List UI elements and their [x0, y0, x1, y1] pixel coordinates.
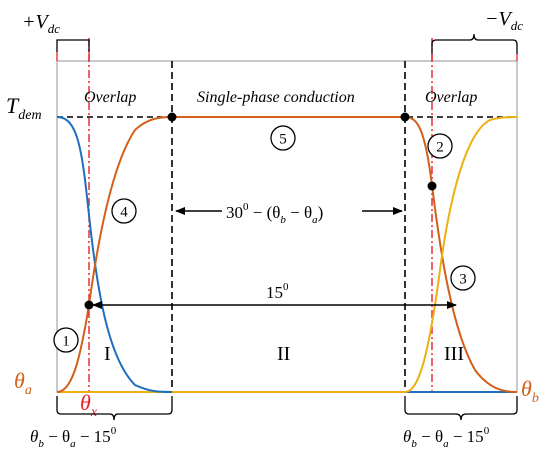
dot-right-top	[400, 112, 410, 122]
theta-b-label: θb	[521, 376, 539, 406]
plus-vdc-bracket	[56, 39, 90, 52]
dot-theta-x	[84, 300, 94, 310]
minus-vdc-brace	[431, 33, 518, 54]
region-1-label: I	[104, 343, 111, 365]
marker-1: 1	[53, 327, 79, 353]
bottom-right-label: θb − θa − 150	[403, 425, 490, 450]
marker-3: 3	[450, 265, 476, 291]
marker-4-label: 4	[120, 205, 128, 221]
angle-30-label: 300 − (θb − θa)	[226, 201, 323, 226]
minus-vdc-label: −Vdc	[485, 8, 523, 33]
dot-right-red	[427, 181, 437, 191]
dot-left-top	[167, 112, 177, 122]
theta-x-label: θx	[80, 390, 98, 420]
marker-4: 4	[111, 198, 137, 224]
marker-2: 2	[427, 133, 453, 159]
region-2-label: II	[277, 343, 290, 365]
blue-curve	[56, 116, 173, 393]
marker-3-label: 3	[459, 272, 467, 288]
marker-2-label: 2	[436, 140, 444, 156]
tdem-label: Tdem	[6, 93, 42, 123]
plus-vdc-label: +Vdc	[22, 11, 60, 36]
yellow-curve	[404, 116, 518, 393]
bottom-right-brace	[404, 396, 518, 421]
marker-1-label: 1	[62, 334, 70, 350]
overlap-right-label: Overlap	[425, 89, 477, 106]
bottom-left-label: θb − θa − 150	[30, 425, 117, 450]
overlap-left-label: Overlap	[84, 89, 136, 106]
theta-a-label: θa	[14, 368, 32, 398]
region-3-label: III	[444, 343, 464, 365]
bottom-left-brace	[56, 396, 173, 421]
angle-15-label: 150	[266, 281, 289, 302]
marker-5-label: 5	[279, 132, 287, 148]
single-phase-label: Single-phase conduction	[197, 89, 355, 106]
marker-5: 5	[270, 125, 296, 151]
